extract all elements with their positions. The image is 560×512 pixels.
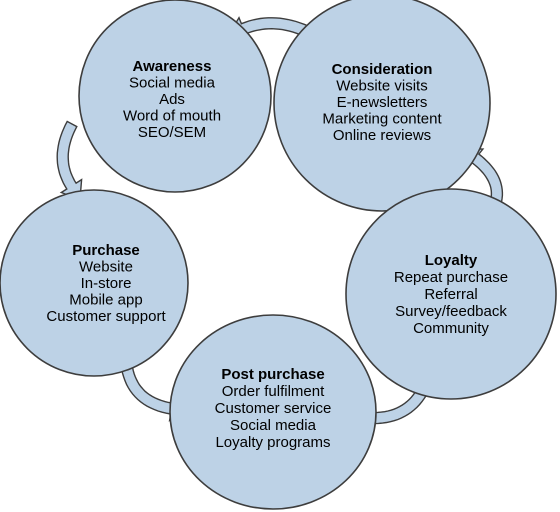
stage-item: Word of mouth <box>123 108 221 125</box>
stage-title-loyalty: Loyalty <box>425 252 478 269</box>
stage-item: In-store <box>81 275 132 292</box>
stage-item: Marketing content <box>322 111 442 128</box>
stage-item: Social media <box>230 417 317 434</box>
stage-circle-consideration <box>273 0 491 212</box>
stage-item: Community <box>413 320 489 337</box>
stage-title-post-purchase: Post purchase <box>221 366 324 383</box>
stage-circle-purchase <box>0 189 189 377</box>
stage-item: Website <box>79 259 133 276</box>
stage-circle-post-purchase <box>169 314 377 510</box>
stage-item: Customer support <box>46 308 166 325</box>
stage-item: Loyalty programs <box>215 434 330 451</box>
stage-item: SEO/SEM <box>138 124 206 141</box>
stage-title-awareness: Awareness <box>133 58 212 75</box>
stage-item: Referral <box>424 286 477 303</box>
stage-item: Online reviews <box>333 127 431 144</box>
stage-item: E-newsletters <box>337 94 428 111</box>
stage-item: Social media <box>129 75 216 92</box>
stage-title-purchase: Purchase <box>72 242 140 259</box>
stage-item: Order fulfilment <box>222 383 325 400</box>
stage-item: Ads <box>159 91 185 108</box>
stage-item: Mobile app <box>69 292 142 309</box>
stage-item: Survey/feedback <box>395 303 507 320</box>
stage-item: Repeat purchase <box>394 269 508 286</box>
flow-arrow-awareness-purchase <box>56 120 83 201</box>
stage-circle-loyalty <box>345 188 557 400</box>
stage-item: Website visits <box>336 78 427 95</box>
stage-title-consideration: Consideration <box>332 61 433 78</box>
stage-circle-awareness <box>78 0 272 193</box>
stage-item: Customer service <box>215 400 332 417</box>
